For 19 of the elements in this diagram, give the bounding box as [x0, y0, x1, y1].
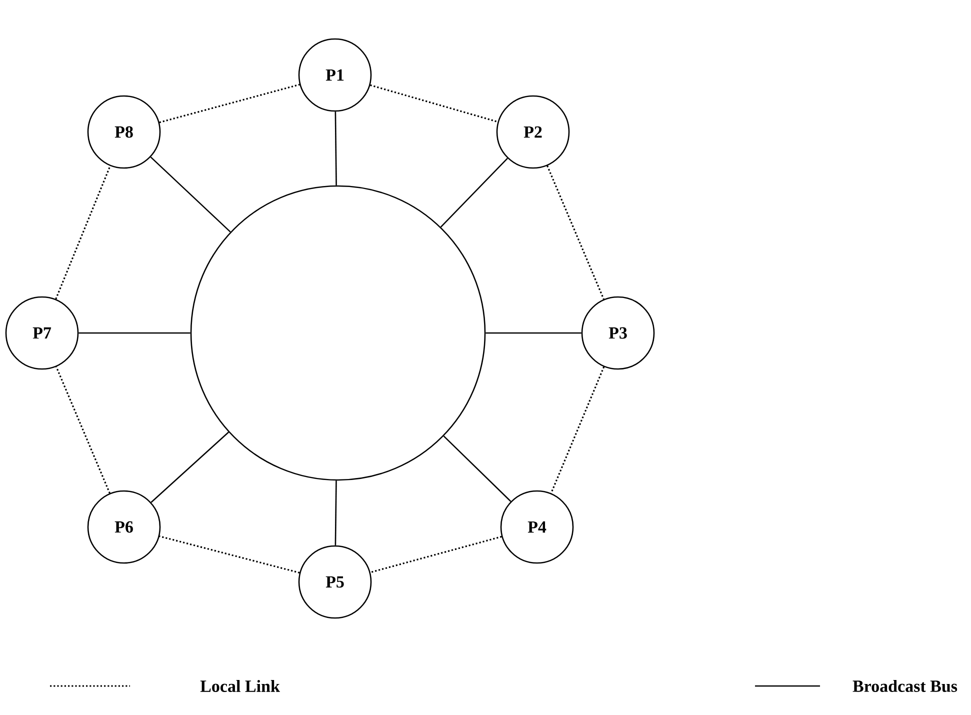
local-link [546, 165, 604, 300]
bus-connection [443, 436, 512, 502]
local-link [56, 366, 110, 494]
local-link [550, 366, 605, 494]
bus-connection [334, 480, 337, 546]
bus-connection [334, 112, 337, 186]
bus-connection [150, 156, 231, 232]
bus-connection [150, 432, 230, 503]
bus-connection [440, 158, 508, 228]
legend-label: Broadcast Bus [852, 680, 958, 692]
bus-connection [78, 332, 190, 334]
local-link [159, 535, 300, 574]
bus-connection [486, 332, 582, 334]
local-link [370, 84, 498, 123]
local-link [159, 84, 300, 124]
local-link [370, 536, 502, 574]
legend-label: Local Link [200, 680, 280, 692]
bus-circle [190, 185, 486, 481]
local-link [55, 166, 111, 300]
